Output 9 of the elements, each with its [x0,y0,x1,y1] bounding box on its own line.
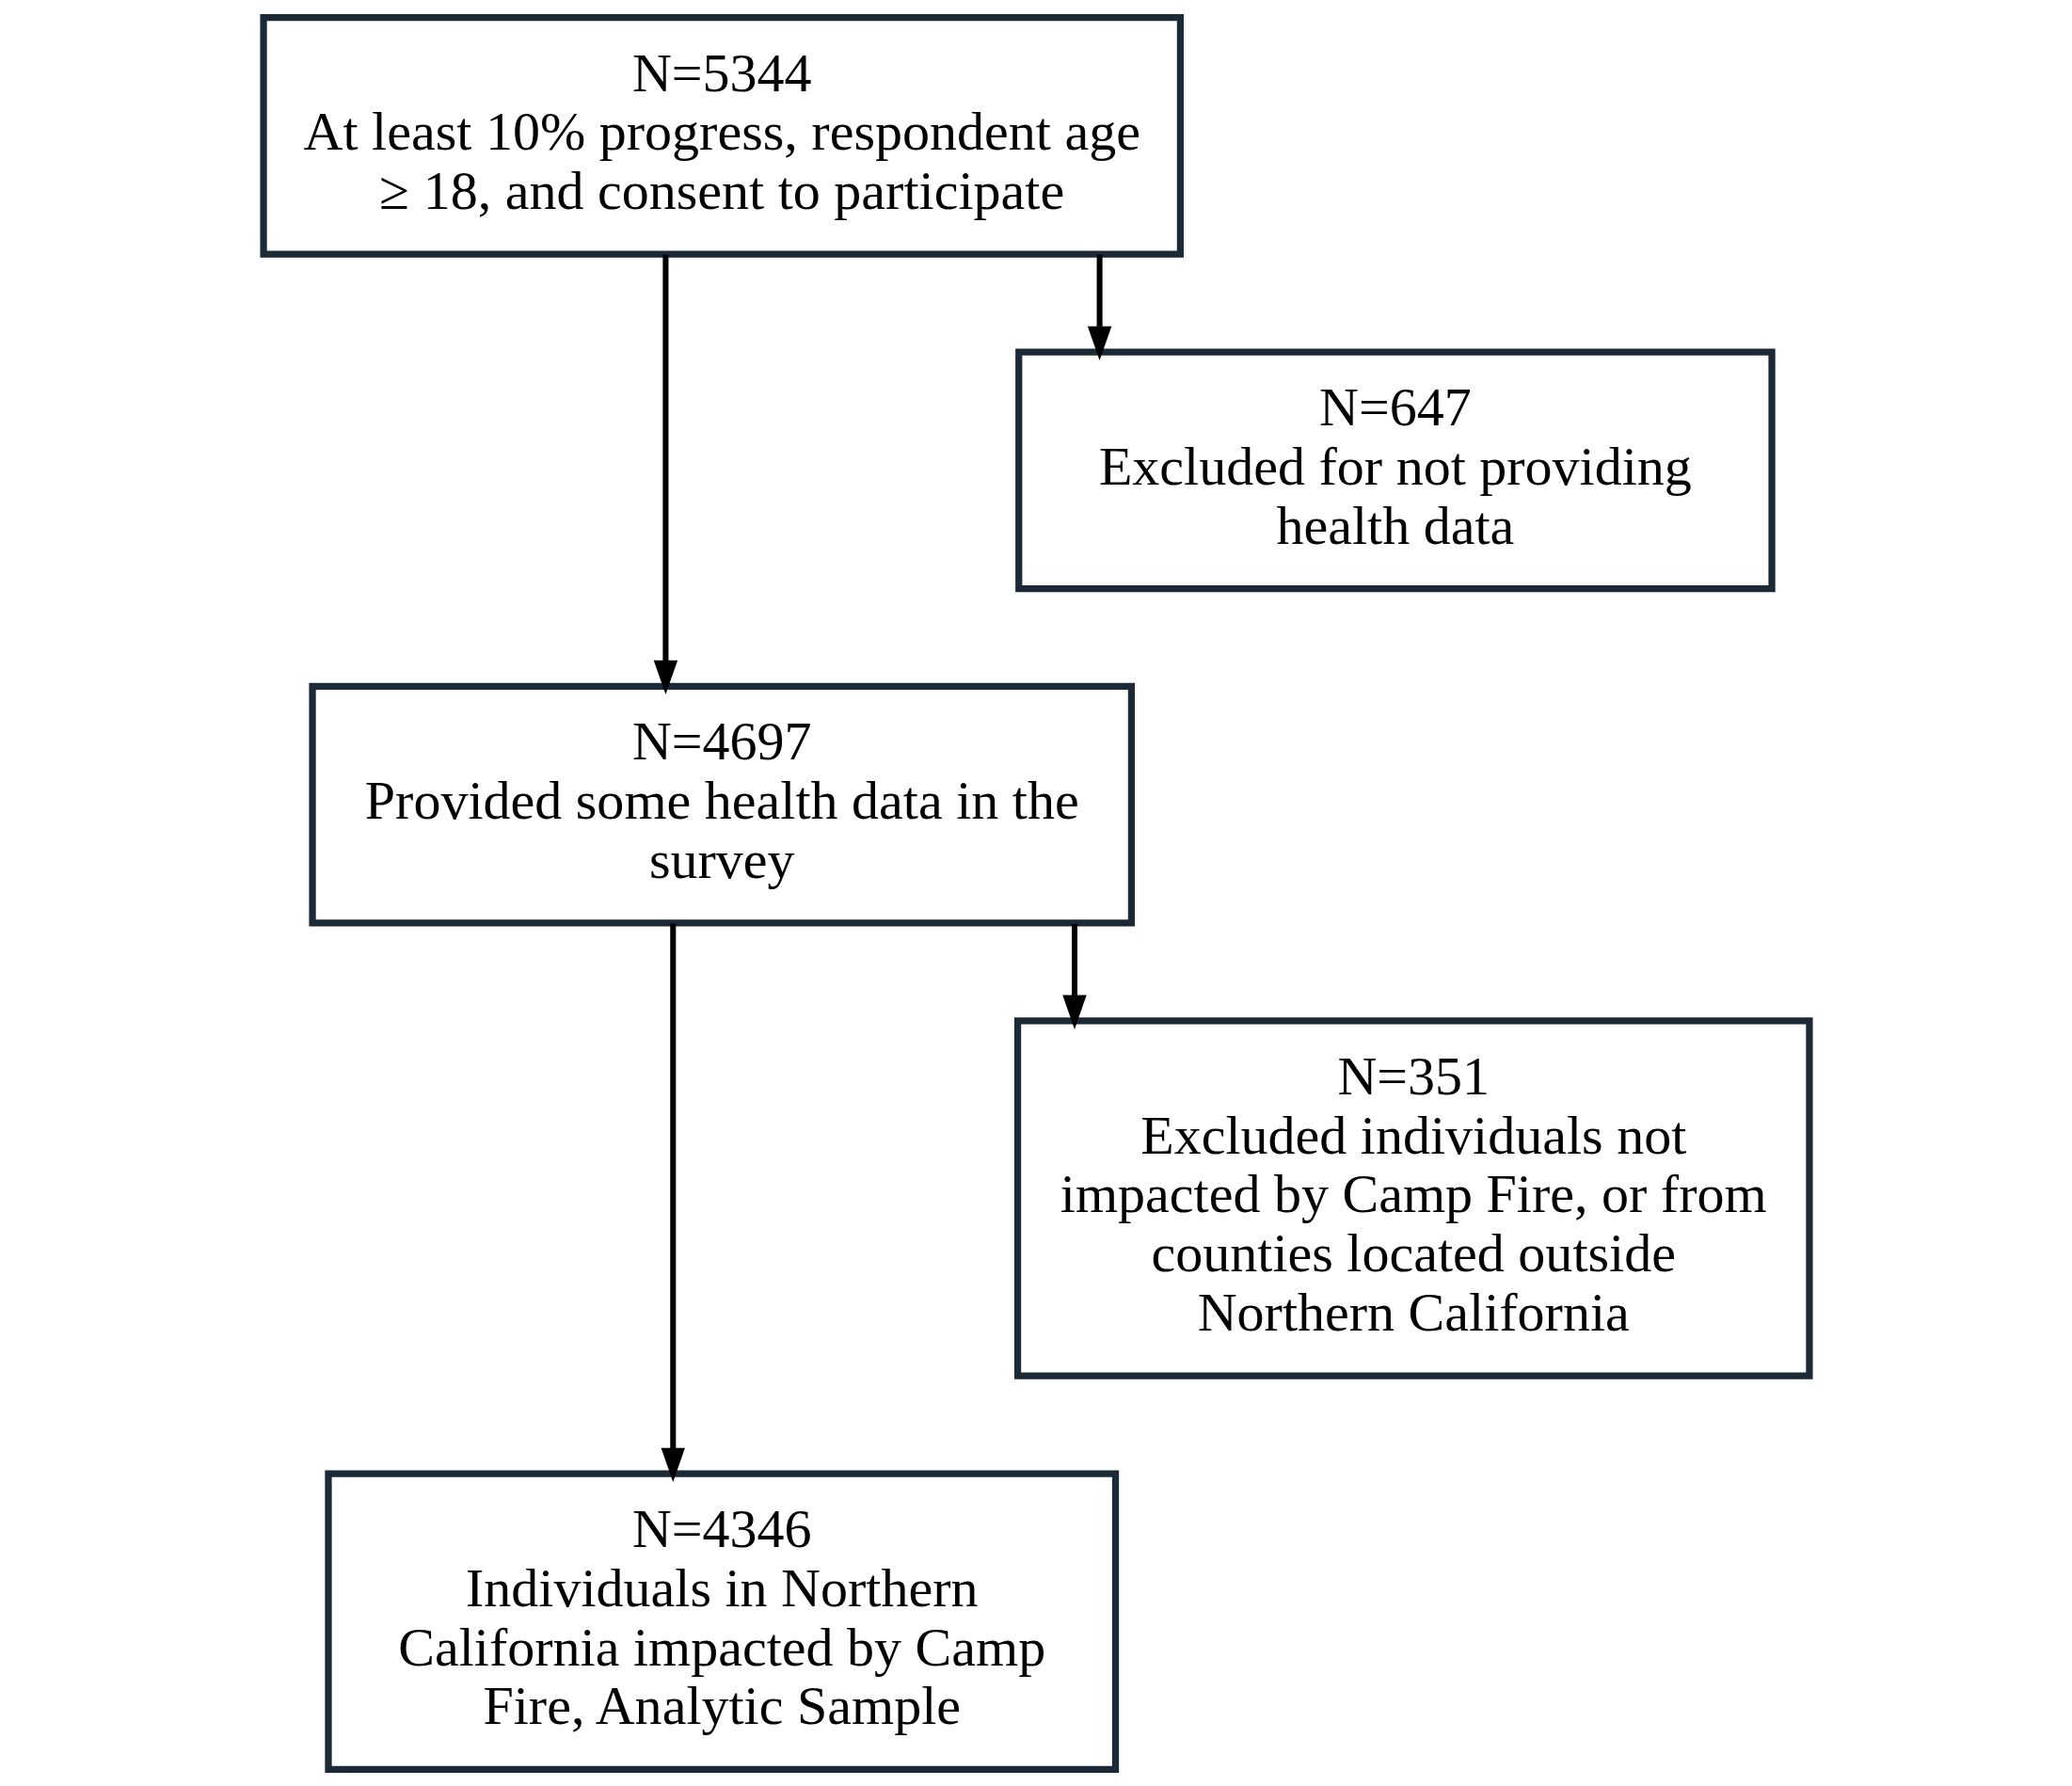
arrow [1061,923,1087,1029]
node-box: N=351 Excluded individuals not impacted by Camp Fire, or from counties located outside Northern California [1013,1016,1813,1379]
node-box: N=4697 Provided some health data in the survey [308,682,1135,927]
arrow [1087,254,1111,360]
node-box: N=647 Excluded for not providing health data [1014,347,1776,592]
arrow [661,922,685,1482]
node-box: N=4346 Individuals in Northern California impacted by Camp Fire, Analytic Sample [324,1469,1119,1773]
arrow [653,254,677,694]
node-box: N=5344 At least 10% progress, respondent age ≥ 18, and consent to participate [259,13,1184,258]
